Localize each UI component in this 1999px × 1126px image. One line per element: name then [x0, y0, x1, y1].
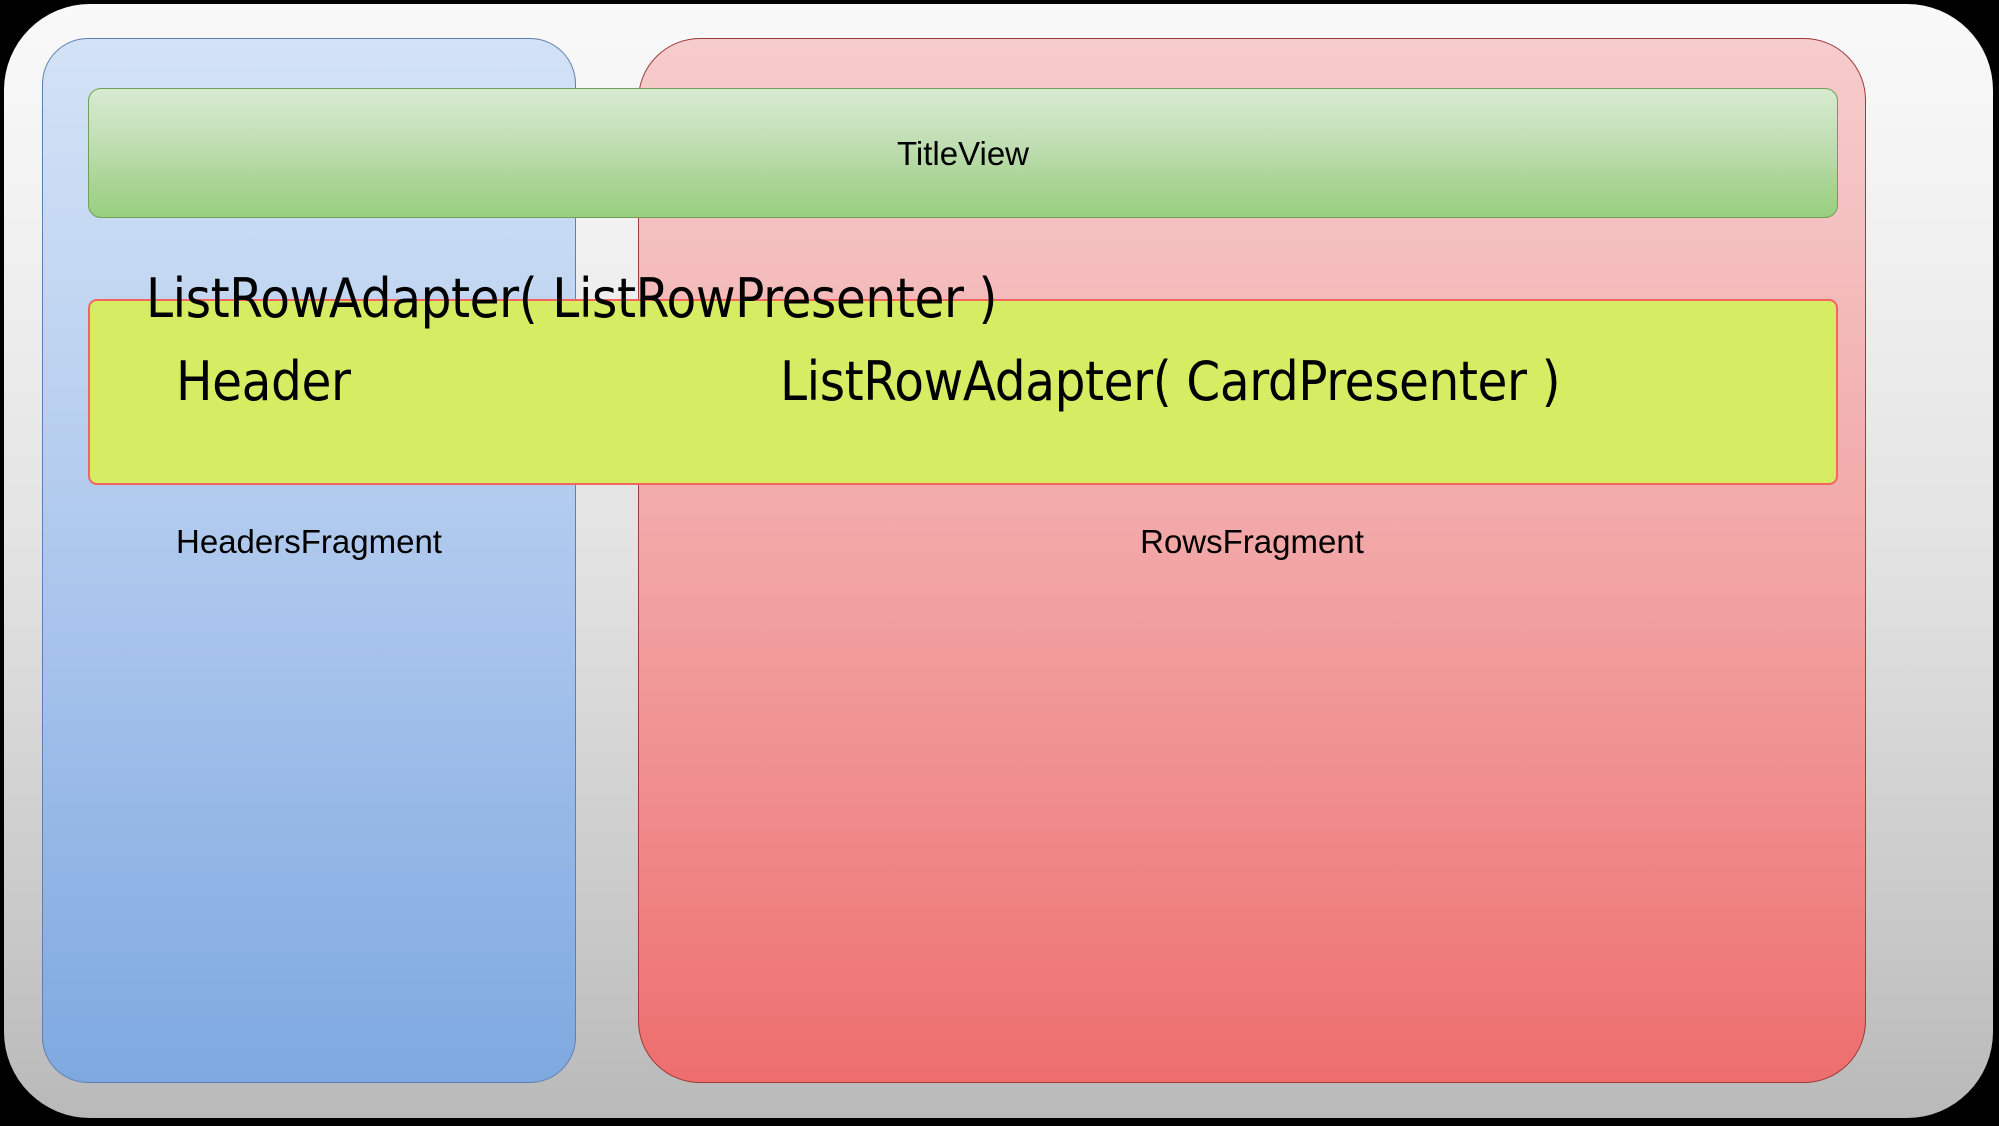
title-view-bar: TitleView	[88, 88, 1838, 218]
headers-fragment-label: HeadersFragment	[176, 523, 442, 560]
header-label: Header	[176, 350, 351, 413]
list-row-adapter-list-row-presenter-label: ListRowAdapter( ListRowPresenter )	[146, 267, 998, 330]
list-row-adapter-card-presenter-label: ListRowAdapter( CardPresenter )	[780, 350, 1561, 413]
list-row-adapter-box	[88, 299, 1838, 485]
title-view-label: TitleView	[896, 134, 1030, 172]
rows-fragment-label: RowsFragment	[1140, 523, 1364, 560]
